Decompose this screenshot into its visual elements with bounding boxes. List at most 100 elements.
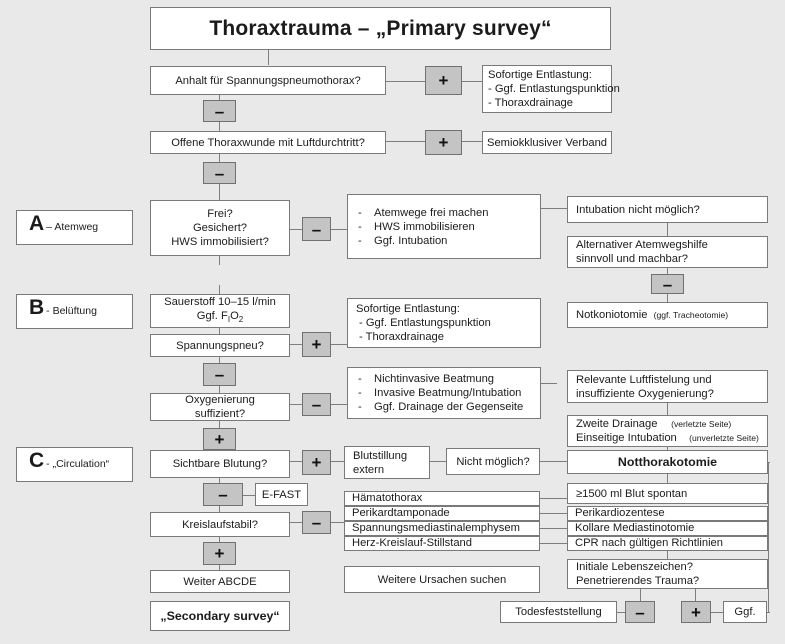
connector <box>219 154 221 162</box>
operator-plus-spannungspneumothorax[interactable]: + <box>425 66 462 95</box>
section-label-c: C - „Circulation“ <box>16 447 133 482</box>
operator-plus-lebenszeichen[interactable]: + <box>681 601 711 623</box>
node-secondary-survey: „Secondary survey“ <box>150 601 290 631</box>
connector <box>766 612 770 614</box>
node-blut-spontan: ≥1500 ml Blut spontan <box>567 483 768 504</box>
connector <box>667 294 669 302</box>
list-item-cause-0: Hämatothorax <box>344 491 540 506</box>
connector <box>386 81 425 83</box>
node-kreislaufstabil-question[interactable]: Kreislaufstabil? <box>150 512 290 537</box>
node-nicht-moeglich-question[interactable]: Nicht möglich? <box>446 448 540 475</box>
operator-minus-offene-thoraxwunde[interactable]: – <box>203 162 236 184</box>
chart-title: Thoraxtrauma – „Primary survey“ <box>150 7 611 50</box>
connector <box>219 478 221 483</box>
connector <box>462 81 482 83</box>
connector <box>667 264 669 274</box>
operator-plus-sichtbare-blutung[interactable]: + <box>302 450 331 475</box>
connector <box>711 612 723 614</box>
section-label-a: A – Atemweg <box>16 210 133 245</box>
connector <box>667 474 669 483</box>
node-sichtbare-blutung-question[interactable]: Sichtbare Blutung? <box>150 450 290 478</box>
node-todesfeststellung: Todesfeststellung <box>500 601 617 623</box>
connector <box>667 223 669 236</box>
connector <box>540 528 567 530</box>
operator-minus-alternativer-atemweg[interactable]: – <box>651 274 684 294</box>
connector <box>290 522 302 524</box>
node-offene-thoraxwunde-question[interactable]: Offene Thoraxwunde mit Luftdurchtritt? <box>150 131 386 154</box>
section-label-b: B - Belüftung <box>16 294 133 329</box>
list-item-treatment-2: CPR nach gültigen Richtlinien <box>567 536 768 551</box>
operator-plus-kreislaufstabil[interactable]: + <box>203 542 236 565</box>
connector <box>768 462 770 612</box>
operator-minus-sichtbare-blutung[interactable]: – <box>203 483 243 506</box>
connector <box>290 461 302 463</box>
connector <box>268 50 270 65</box>
connector <box>695 589 697 601</box>
operator-minus-kreislaufstabil[interactable]: – <box>302 511 331 534</box>
node-notthorakotomie[interactable]: Notthorakotomie <box>567 450 768 474</box>
connector <box>219 94 221 100</box>
connector <box>290 344 302 346</box>
node-sofortige-entlastung-2: Sofortige Entlastung: - Ggf. Entlastungs… <box>347 298 541 348</box>
connector <box>219 537 221 542</box>
connector <box>219 565 221 570</box>
connector <box>290 404 302 406</box>
operator-minus-todesfeststellung[interactable]: – <box>625 601 655 623</box>
connector <box>219 285 221 294</box>
node-weiter-abcde: Weiter ABCDE <box>150 570 290 593</box>
connector <box>766 462 770 464</box>
node-beatmung-actions: -Nichtinvasive Beatmung -Invasive Beatmu… <box>347 367 541 419</box>
node-semiokklusiver-verband: Semiokklusiver Verband <box>482 131 612 154</box>
connector <box>541 383 557 385</box>
connector <box>331 344 347 346</box>
connector <box>243 495 255 497</box>
list-item-cause-3: Herz-Kreislauf-Stillstand <box>344 536 540 551</box>
connector <box>219 386 221 393</box>
node-blutstillung-extern: Blutstillung extern <box>344 446 430 479</box>
connector <box>331 229 347 231</box>
node-drainage-intubation: Zweite Drainage (verletzte Seite) Einsei… <box>567 415 768 447</box>
node-notkoniotomie: Notkoniotomie (ggf. Tracheotomie) <box>567 302 768 328</box>
list-item-treatment-1: Kollare Mediastinotomie <box>567 521 768 536</box>
operator-minus-spannungspneumothorax[interactable]: – <box>203 100 236 122</box>
connector <box>331 522 344 524</box>
connector <box>331 404 347 406</box>
connector <box>290 229 302 231</box>
connector <box>462 141 482 143</box>
connector <box>219 357 221 363</box>
operator-minus-oxygenierung[interactable]: – <box>302 393 331 416</box>
operator-minus-atemweg[interactable]: – <box>302 217 331 241</box>
connector <box>667 551 669 559</box>
node-intubation-nicht-moeglich[interactable]: Intubation nicht möglich? <box>567 196 768 223</box>
connector <box>219 421 221 428</box>
list-item-treatment-0: Perikardiozentese <box>567 506 768 521</box>
connector <box>540 543 567 545</box>
node-alternativer-atemweg[interactable]: Alternativer Atemwegshilfe sinnvoll und … <box>567 236 768 268</box>
list-item-cause-1: Perikardtamponade <box>344 506 540 521</box>
node-atemweg-question[interactable]: Frei? Gesichert? HWS immobilisiert? <box>150 200 290 256</box>
connector <box>540 461 567 463</box>
node-lebenszeichen-question[interactable]: Initiale Lebenszeichen? Penetrierendes T… <box>567 559 768 589</box>
connector <box>386 141 425 143</box>
node-oxygenierung-question[interactable]: Oxygenierung suffizient? <box>150 393 290 421</box>
node-sofortige-entlastung-1: Sofortige Entlastung: - Ggf. Entlastungs… <box>482 65 620 113</box>
connector <box>219 122 221 131</box>
operator-minus-spannungspneu[interactable]: – <box>203 363 236 386</box>
node-atemweg-actions: -Atemwege frei machen -HWS immobilisiere… <box>347 194 541 259</box>
connector <box>219 184 221 200</box>
node-luftfistelung-question[interactable]: Relevante Luftfistelung und insuffizient… <box>567 370 768 403</box>
connector <box>219 506 221 512</box>
operator-plus-oxygenierung[interactable]: + <box>203 428 236 450</box>
operator-plus-offene-thoraxwunde[interactable]: + <box>425 130 462 155</box>
connector <box>640 589 642 601</box>
operator-plus-spannungspneu[interactable]: + <box>302 332 331 357</box>
connector <box>540 513 567 515</box>
node-spannungspneumothorax-question[interactable]: Anhalt für Spannungspneumothorax? <box>150 66 386 95</box>
connector <box>617 612 625 614</box>
connector <box>540 498 567 500</box>
node-weitere-ursachen: Weitere Ursachen suchen <box>344 566 540 593</box>
connector <box>667 403 669 415</box>
connector <box>430 461 446 463</box>
node-spannungspneu-question[interactable]: Spannungspneu? <box>150 334 290 357</box>
